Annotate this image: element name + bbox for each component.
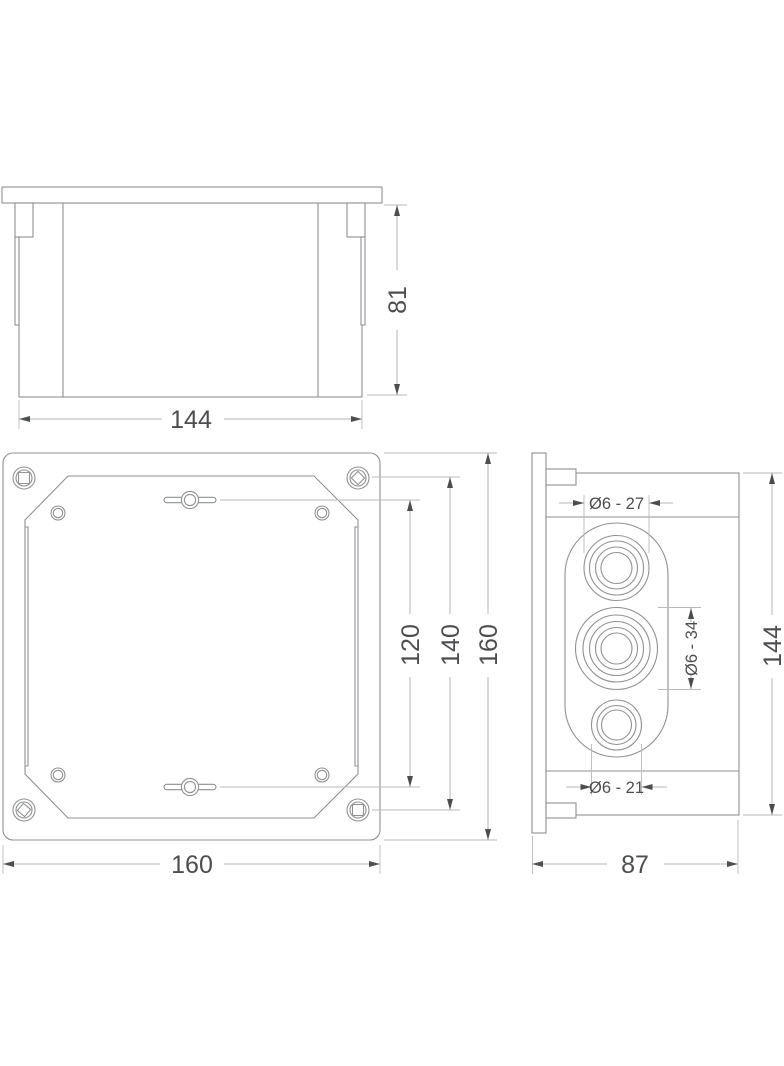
- mounting-slot-bottom: [163, 777, 217, 797]
- mounting-slot-top: [163, 490, 217, 510]
- dim-label-knockout-middle: Ø6 - 34: [683, 621, 701, 676]
- mounting-tab-right: [346, 202, 366, 238]
- cover-screw-bottom-right: [314, 767, 330, 783]
- dim-knockout-middle: Ø6 - 34: [658, 607, 701, 690]
- cover-plate: [24, 475, 359, 819]
- dim-top-height: 81: [367, 204, 412, 396]
- cover-screw-top-left: [50, 505, 66, 521]
- corner-screw-top-left: [12, 466, 36, 490]
- cover-screw-top-right: [314, 505, 330, 521]
- dim-label-knockout-bottom: Ø6 - 21: [589, 779, 644, 797]
- dim-label-144-side: 144: [759, 625, 784, 667]
- dim-label-87: 87: [621, 851, 649, 879]
- dim-label-140: 140: [437, 624, 465, 666]
- mounting-tab-left: [14, 202, 34, 238]
- dim-side-height: 144: [743, 472, 784, 816]
- dim-front-width: 160: [2, 845, 381, 879]
- side-tab-top: [545, 468, 577, 486]
- corner-screw-bottom-left: [12, 798, 36, 822]
- dim-knockout-top: Ø6 - 27: [559, 495, 673, 553]
- cover-screw-bottom-left: [50, 767, 66, 783]
- dim-side-depth: 87: [532, 820, 739, 879]
- dim-label-120: 120: [397, 624, 425, 666]
- corner-screw-bottom-right: [346, 798, 370, 822]
- dim-front-screw-spacing: 140: [372, 476, 465, 811]
- knockout-bottom: [590, 699, 643, 751]
- clamp-blade-right: [360, 236, 366, 326]
- side-view: Ø6 - 27 Ø6 - 34 Ø6 - 21 144: [531, 452, 784, 879]
- knockout-middle: [574, 606, 659, 691]
- dim-label-160-right: 160: [475, 624, 503, 666]
- dim-front-height: 160: [384, 452, 503, 841]
- flange-plate: [531, 452, 547, 834]
- dim-label-144-top: 144: [170, 406, 212, 434]
- clamp-blade-left: [14, 236, 20, 326]
- front-view: 160 120 140: [2, 452, 503, 879]
- dim-label-knockout-top: Ø6 - 27: [589, 495, 644, 513]
- box-body-outline: [18, 202, 363, 398]
- cover-lip-right: [354, 526, 358, 767]
- flange-edge: [1, 186, 383, 204]
- dim-top-width: 144: [18, 400, 363, 434]
- top-view: 144 81: [1, 186, 412, 434]
- side-tab-bottom: [545, 802, 577, 819]
- dim-label-160-bottom: 160: [171, 851, 213, 879]
- dim-label-81: 81: [384, 286, 412, 314]
- dim-knockout-bottom: Ø6 - 21: [566, 744, 667, 797]
- dim-front-slot-spacing: 120: [220, 499, 425, 788]
- corner-screw-top-right: [346, 466, 370, 490]
- cover-lip-left: [25, 526, 29, 767]
- knockout-top: [583, 534, 650, 602]
